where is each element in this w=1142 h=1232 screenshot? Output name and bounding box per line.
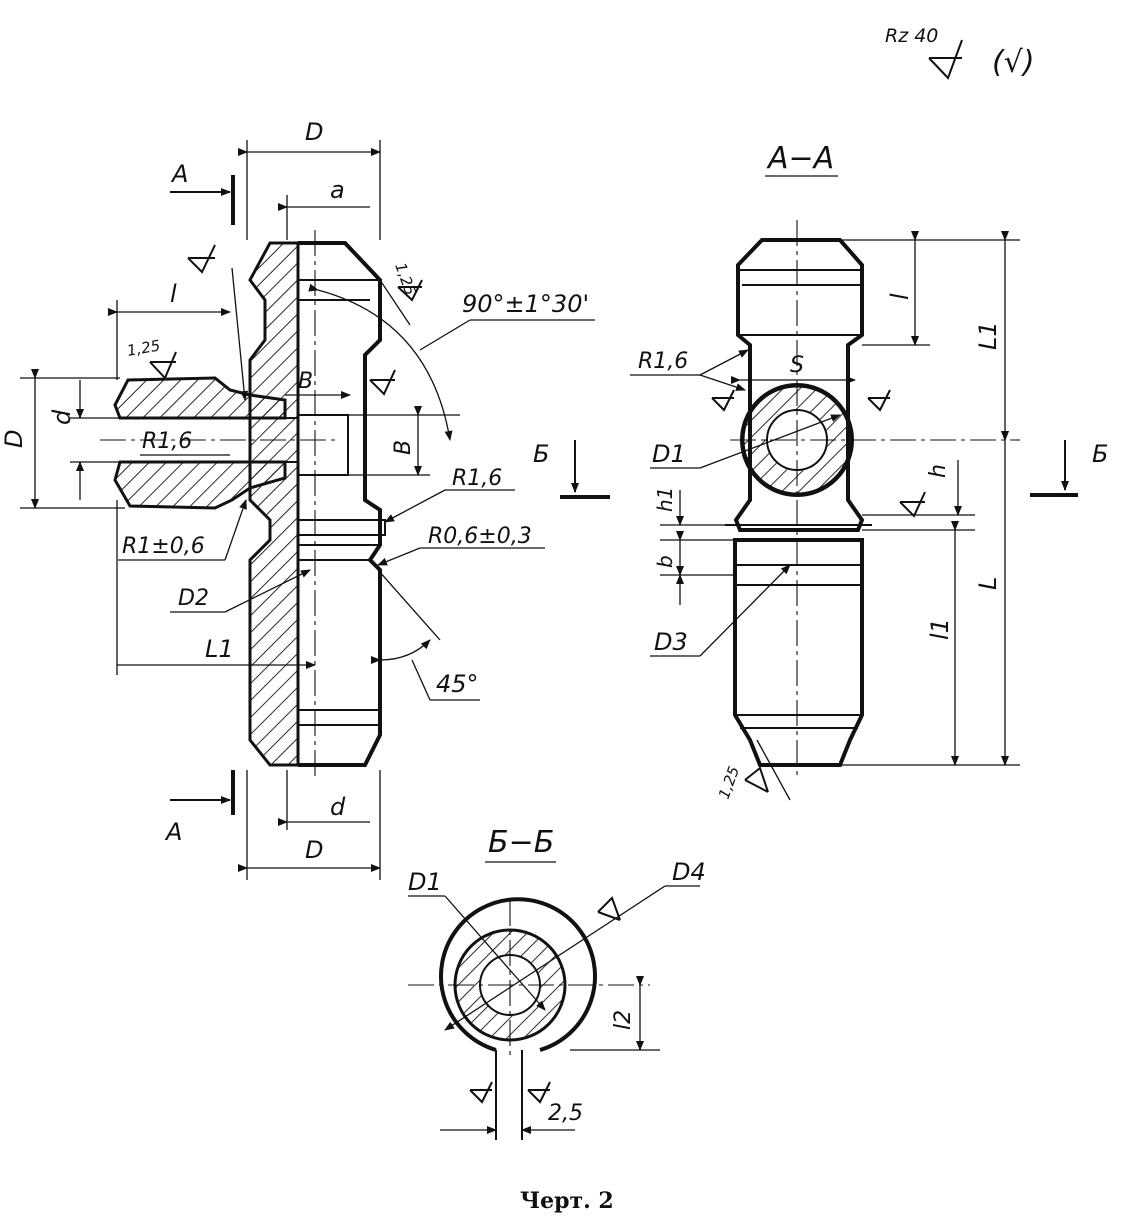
figure-caption: Черт. 2 — [520, 1188, 614, 1214]
bb-dim-D1: D1 — [408, 868, 442, 896]
aa-dim-h: h — [926, 464, 951, 478]
aa-dim-L1: L1 — [974, 321, 1002, 350]
dim-a-top: a — [330, 176, 345, 204]
dim-L1: L1 — [205, 635, 234, 663]
branch-lower — [113, 460, 287, 510]
aa-dim-b: b — [653, 555, 677, 568]
section-aa: A−A l L1 L l1 R1,6 — [630, 141, 1020, 801]
dim-R-inner: R1,6 — [142, 429, 192, 454]
section-bb: Б−Б D1 D4 l2 2,5 — [408, 825, 706, 1140]
dim-45: 45° — [436, 670, 479, 698]
chamfer-left: 1,25 — [126, 336, 162, 360]
dim-l: l — [170, 280, 177, 308]
dim-D-left: D — [0, 430, 28, 448]
section-mark-b-left: Б — [533, 440, 549, 468]
aa-dim-D1: D1 — [652, 440, 686, 468]
aa-dim-h1: h1 — [653, 487, 677, 512]
body-wall — [248, 241, 300, 767]
dim-R06: R0,6±0,3 — [428, 524, 532, 549]
dim-D-top: D — [305, 118, 323, 146]
section-mark-a-top: A — [170, 160, 188, 188]
front-view: A A D a — [0, 118, 595, 880]
roughness-symbol: Rz 40 (√) — [885, 25, 1035, 80]
dim-d-left: d — [48, 409, 76, 425]
bb-dim-width: 2,5 — [548, 1101, 583, 1126]
dim-B-h: B — [298, 369, 313, 394]
roughness-value: Rz 40 — [885, 25, 938, 47]
bb-dim-D4: D4 — [672, 858, 706, 886]
aa-dim-R: R1,6 — [638, 349, 688, 374]
section-mark-a-bottom: A — [164, 818, 182, 846]
dim-R-right: R1,6 — [452, 466, 502, 491]
dim-R1-left: R1±0,6 — [122, 534, 205, 559]
aa-dim-l: l — [886, 293, 914, 300]
dim-B-v: B — [391, 440, 416, 455]
bb-dim-l2: l2 — [611, 1010, 636, 1030]
dim-d-bottom: d — [330, 793, 346, 821]
aa-dim-l1: l1 — [926, 618, 954, 640]
section-aa-title: A−A — [766, 141, 834, 176]
branch-upper — [113, 376, 287, 420]
section-mark-b-right: Б — [1092, 440, 1108, 468]
section-bb-title: Б−Б — [488, 825, 554, 860]
dim-angle: 90°±1°30' — [462, 290, 589, 318]
aa-dim-L: L — [974, 577, 1002, 590]
aa-dim-S: S — [790, 353, 804, 378]
bb-outer-ring — [439, 897, 597, 1052]
dim-D2: D2 — [178, 586, 209, 611]
aa-chamfer: 1,25 — [715, 764, 743, 802]
section-marks-b: Б Б — [533, 440, 1108, 499]
roughness-parenthetical: (√) — [992, 45, 1035, 80]
aa-outline — [733, 238, 865, 532]
dim-D-bottom: D — [305, 836, 323, 864]
aa-dim-D3: D3 — [654, 628, 688, 656]
